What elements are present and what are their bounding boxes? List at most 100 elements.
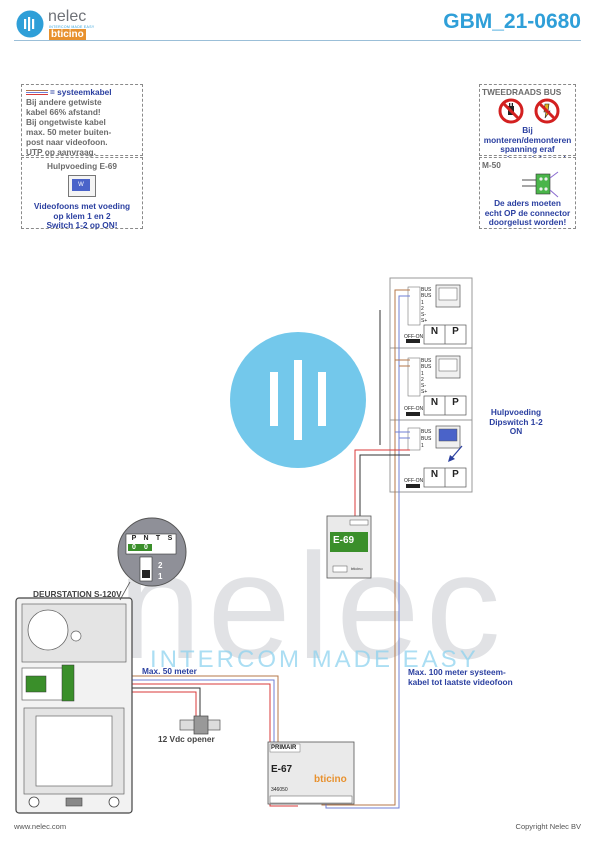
watermark-logo-icon [230, 332, 366, 468]
cable-note-line: kabel 66% afstand! [26, 107, 101, 117]
header-rule [14, 40, 581, 41]
door-terminal-t: T [155, 535, 161, 542]
primary-psu-model: E-67 [271, 764, 293, 775]
door-terminal-value-p: 0 [128, 544, 140, 551]
system-cable-icon [26, 89, 48, 95]
m50-note-line: De aders moeten [494, 198, 561, 208]
door-station-title: DEURSTATION S-120V [33, 589, 122, 599]
door-switch-label: 2 [158, 561, 163, 570]
cable-note-text: Bij andere getwiste kabel 66% afstand! B… [26, 97, 111, 157]
primary-psu-e67 [267, 741, 355, 805]
aux-psu-note-line: ON [509, 426, 523, 436]
no-plug-icon [498, 98, 524, 124]
psu-note-title: Hulpvoeding E-69 [46, 161, 118, 171]
terminal-label: S+ [421, 389, 428, 396]
primary-psu-header: PRIMAIR [271, 745, 297, 751]
door-terminal-value-n: 0 [140, 544, 152, 551]
terminal-labels: BUS BUS 1 [421, 429, 431, 450]
switch-label: OFF-ON [404, 478, 424, 484]
cable-note-line: UTP op aanvraag. [26, 147, 96, 157]
mains-labels: N P [424, 397, 466, 408]
m50-note-title: M-50 [482, 160, 501, 170]
psu-note-line: Videofoons met voeding [33, 201, 131, 211]
terminal-label: BUS [421, 436, 432, 442]
bus-note-title: TWEEDRAADS BUS [482, 87, 562, 97]
terminal-label: BUS [421, 364, 432, 371]
aux-psu-note: Hulpvoeding Dipswitch 1-2 ON [476, 407, 556, 437]
outdoor-distance-label: Max. 50 meter [142, 666, 197, 676]
m50-note-line: echt OP de connector [484, 207, 571, 218]
terminal-labels: BUS BUS 1 2 S- S+ [421, 358, 431, 396]
door-terminal-p: P [131, 535, 137, 542]
terminal-label: S- [421, 312, 426, 319]
m50-note-line: doorgelust worden! [488, 217, 567, 227]
brand-logo: nelec INTERCOM MADE EASY bticino [16, 8, 136, 40]
cable-note-line: Bij andere getwiste [26, 97, 102, 107]
primary-psu-brand: bticino [314, 774, 347, 785]
aux-psu-model: E-69 [333, 535, 355, 546]
terminal-label: BUS [421, 293, 432, 300]
opener-label: 12 Vdc opener [158, 734, 215, 744]
terminal-label: S+ [421, 318, 428, 325]
footer-copyright: Copyright Nelec BV [515, 822, 581, 831]
psu-note-line: op klem 1 en 2 [53, 210, 111, 221]
door-opener [179, 715, 221, 735]
brand-partner: bticino [49, 29, 86, 40]
terminal-label: BUS [421, 358, 432, 364]
cable-note-line: post naar videofoon. [26, 137, 108, 147]
monitor-icon: W [68, 175, 96, 197]
brand-name: nelec [48, 8, 87, 25]
terminal-label: BUS [421, 287, 432, 293]
videofoon-unit [389, 277, 473, 349]
footer-website[interactable]: www.nelec.com [14, 822, 67, 831]
psu-note-box: Hulpvoeding E-69 W Videofoons met voedin… [21, 157, 143, 231]
cable-legend: = systeemkabel [26, 87, 112, 97]
system-distance-line: Max. 100 meter systeem- [408, 667, 506, 677]
mains-label-p: P [452, 326, 459, 337]
aux-psu-note-line: Hulpvoeding [490, 407, 542, 417]
door-switch-label: 1 [158, 572, 163, 581]
door-terminal-labels: P N T S [128, 535, 176, 542]
terminal-label: S- [421, 383, 426, 390]
terminal-label: 1 [421, 299, 424, 306]
no-tool-icon [534, 98, 560, 124]
arrow-icon [448, 445, 463, 462]
mains-labels: N P [424, 469, 466, 480]
psu-note-line: Switch 1-2 op ON! [46, 220, 118, 230]
door-terminal-n: N [143, 535, 149, 542]
door-switch-labels: 2 1 [158, 560, 162, 582]
mains-label-p: P [452, 397, 459, 408]
connector-icon [522, 171, 559, 198]
nelec-logo-icon [16, 10, 44, 38]
cable-note-line: max. 50 meter buiten- [26, 127, 112, 137]
brand-tagline: INTERCOM MADE EASY [49, 25, 95, 29]
terminal-label: 2 [421, 376, 424, 383]
system-distance-label: Max. 100 meter systeem- kabel tot laatst… [408, 667, 513, 687]
aux-power-cable [354, 310, 410, 516]
terminal-label: 2 [421, 305, 424, 312]
watermark-tagline: INTERCOM MADE EASY [150, 646, 479, 673]
terminal-label: BUS [421, 429, 432, 435]
door-terminal-s: S [167, 535, 173, 542]
door-terminal-values: 0 0 [128, 544, 176, 551]
system-distance-line: kabel tot laatste videofoon [408, 677, 513, 687]
bus-note-line: Bij monteren/demonteren [483, 125, 572, 145]
mains-labels: N P [424, 326, 466, 337]
switch-label: OFF-ON [404, 406, 424, 412]
terminal-label: 1 [421, 370, 424, 377]
monitor-screen: W [72, 179, 90, 191]
m50-note-text: De aders moeten echt OP de connector doo… [480, 198, 575, 228]
psu-note-text: Videofoons met voeding op klem 1 en 2 Sw… [22, 201, 142, 231]
mains-label-n: N [430, 397, 439, 408]
terminal-labels: BUS BUS 1 2 S- S+ [421, 287, 431, 325]
primary-psu-code: 346050 [271, 787, 288, 793]
terminal-label: 1 [421, 443, 424, 449]
aux-psu-note-line: Dipswitch 1-2 [489, 416, 543, 427]
door-station [15, 597, 133, 814]
mains-label-n: N [430, 326, 439, 337]
aux-psu-brand: bticino [351, 566, 363, 571]
document-id: GBM_21-0680 [443, 10, 581, 33]
aux-psu-e69 [326, 515, 372, 579]
mains-label-n: N [430, 469, 439, 480]
